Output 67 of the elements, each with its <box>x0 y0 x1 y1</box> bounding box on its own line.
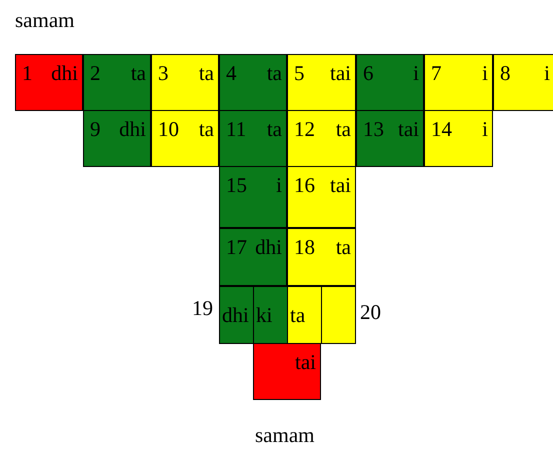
beat-cell <box>219 110 287 167</box>
syllable-text: ta <box>130 61 146 86</box>
beat-number: 19 <box>192 296 213 321</box>
syllable-text: i <box>482 117 488 142</box>
syllable-text: tai <box>295 350 316 375</box>
beat-cell <box>151 54 219 111</box>
beat-number: 14 <box>431 117 452 142</box>
beat-cell <box>219 166 287 228</box>
beat-cell <box>83 110 151 167</box>
beat-cell <box>287 54 356 111</box>
syllable-text: tai <box>398 117 419 142</box>
beat-cell <box>253 286 288 344</box>
syllable-text: dhi <box>255 235 282 260</box>
syllable-text: i <box>482 61 488 86</box>
beat-cell <box>151 110 219 167</box>
beat-cell <box>424 110 493 167</box>
beat-number: 16 <box>294 173 315 198</box>
syllable-text: ta <box>290 303 306 328</box>
syllable-text: ta <box>336 117 351 142</box>
beat-cell <box>83 54 151 111</box>
beat-number: 6 <box>363 61 374 86</box>
beat-number: 7 <box>431 61 442 86</box>
syllable-text: i <box>276 173 282 198</box>
beat-number: 2 <box>90 61 100 86</box>
beat-cell <box>424 54 493 111</box>
beat-number: 9 <box>90 117 100 142</box>
syllable-text: ta <box>266 61 282 86</box>
syllable-text: ta <box>266 117 282 142</box>
beat-cell <box>219 228 287 286</box>
beat-cell <box>287 110 356 167</box>
beat-cell <box>15 54 83 111</box>
beat-cell <box>287 286 322 344</box>
section-label: samam <box>255 423 314 448</box>
beat-number: 18 <box>294 235 315 260</box>
empty-cell <box>321 286 356 344</box>
beat-cell <box>219 286 254 344</box>
beat-number: 1 <box>22 61 32 86</box>
beat-number: 10 <box>158 117 179 142</box>
beat-cell <box>493 54 553 111</box>
syllable-text: ta <box>336 235 351 260</box>
beat-number: 13 <box>363 117 384 142</box>
beat-cell <box>287 166 356 228</box>
beat-cell <box>356 110 424 167</box>
syllable-text: ta <box>198 61 214 86</box>
beat-number: 20 <box>360 300 381 325</box>
beat-number: 5 <box>294 61 304 86</box>
syllable-text: tai <box>330 173 351 198</box>
syllable-text: dhi <box>51 61 78 86</box>
syllable-text: ki <box>256 303 272 328</box>
beat-number: 3 <box>158 61 168 86</box>
beat-cell <box>287 228 356 286</box>
beat-number: 11 <box>226 117 246 142</box>
beat-number: 17 <box>226 235 247 260</box>
beat-number: 15 <box>226 173 247 198</box>
beat-number: 4 <box>226 61 236 86</box>
syllable-text: tai <box>330 61 351 86</box>
beat-cell <box>356 54 424 111</box>
beat-cell <box>253 343 321 400</box>
syllable-text: ta <box>198 117 214 142</box>
syllable-text: dhi <box>222 303 249 328</box>
section-label: samam <box>15 8 74 33</box>
beat-number: 12 <box>294 117 315 142</box>
syllable-text: i <box>413 61 419 86</box>
beat-cell <box>219 54 287 111</box>
syllable-text: i <box>544 61 550 86</box>
syllable-text: dhi <box>119 117 146 142</box>
beat-number: 8 <box>500 61 510 86</box>
